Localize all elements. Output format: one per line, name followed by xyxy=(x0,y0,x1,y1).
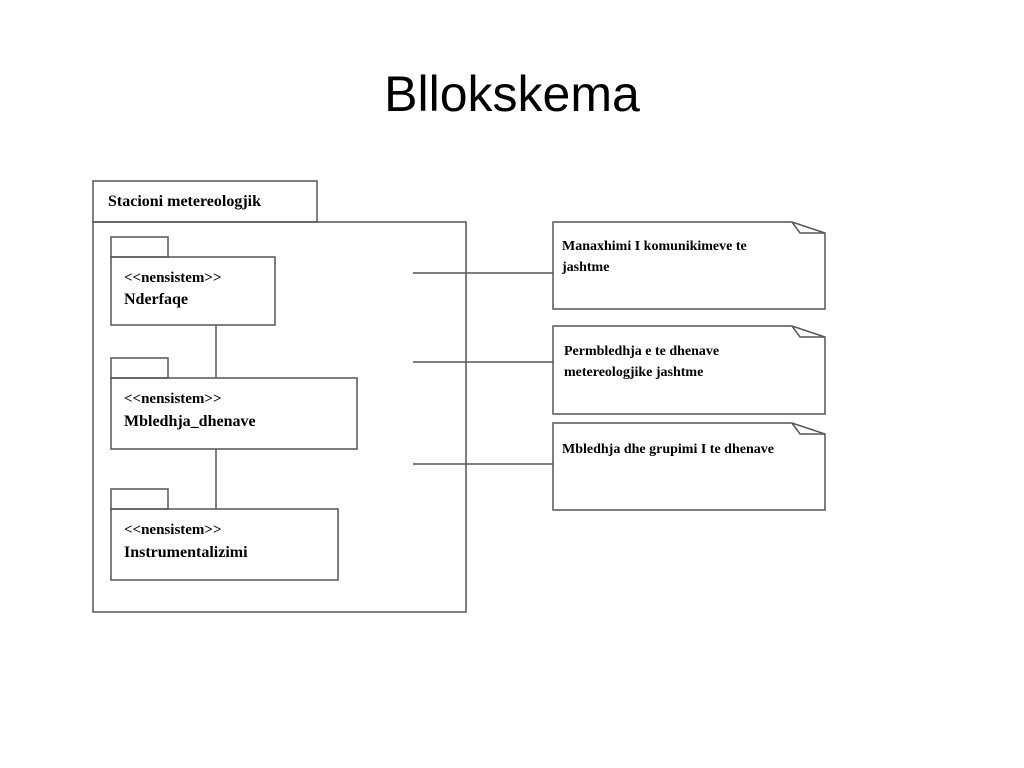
subsystem-name: Nderfaqe xyxy=(124,291,188,308)
subsystem-stereotype: <<nensistem>> xyxy=(124,522,222,538)
subsystem-tab-instrumentalizimi xyxy=(110,488,169,510)
package-body xyxy=(92,221,467,613)
subsystem-box-mbledhja xyxy=(110,377,358,450)
note-fold-1 xyxy=(791,221,825,234)
note-box-2 xyxy=(552,325,826,415)
subsystem-box-nderfaqe xyxy=(110,256,276,326)
note-text: Permbledhja e te dhenave metereologjike … xyxy=(564,344,720,380)
subsystem-box-instrumentalizimi xyxy=(110,508,339,581)
note-text: Mbledhja dhe grupimi I te dhenave xyxy=(562,442,774,457)
subsystem-stereotype: <<nensistem>> xyxy=(124,391,222,407)
note-box-3 xyxy=(552,422,826,511)
subsystem-tab-mbledhja xyxy=(110,357,169,379)
note-box-1 xyxy=(552,221,826,310)
subsystem-tab-nderfaqe xyxy=(110,236,169,258)
subsystem-name: Mbledhja_dhenave xyxy=(124,413,256,430)
package-name: Stacioni metereologjik xyxy=(108,193,262,210)
note-fold-3 xyxy=(791,422,825,435)
note-fold-2 xyxy=(791,325,825,338)
subsystem-stereotype: <<nensistem>> xyxy=(124,270,222,286)
slide-title: Bllokskema xyxy=(384,66,640,122)
subsystem-name: Instrumentalizimi xyxy=(124,544,248,561)
note-text: Manaxhimi I komunikimeve te jashtme xyxy=(562,239,747,275)
